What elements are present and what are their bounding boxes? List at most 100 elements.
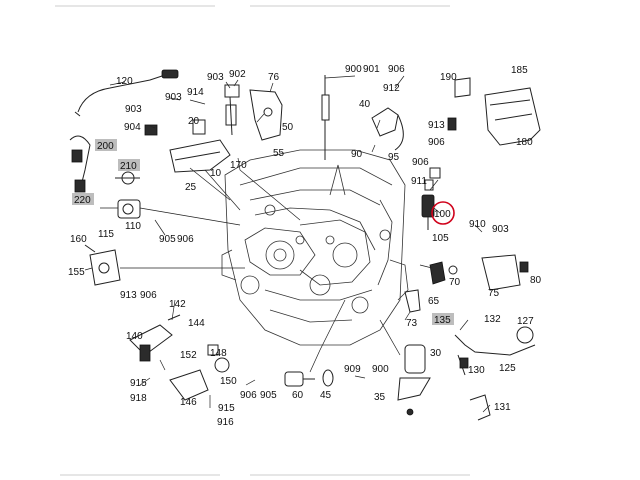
leader-lines bbox=[84, 75, 491, 413]
part-label[interactable]: 127 bbox=[517, 316, 534, 327]
part-label[interactable]: 906 bbox=[177, 234, 194, 245]
part-label[interactable]: 70 bbox=[449, 277, 461, 288]
sensor-902-part bbox=[224, 84, 240, 136]
part-label[interactable]: 90 bbox=[351, 149, 363, 160]
part-label[interactable]: 148 bbox=[210, 348, 227, 359]
part-label[interactable]: 35 bbox=[374, 392, 386, 403]
part-label[interactable]: 80 bbox=[530, 275, 542, 286]
module-155-part bbox=[84, 244, 121, 286]
part-label[interactable]: 120 bbox=[116, 76, 133, 87]
part-label[interactable]: 160 bbox=[70, 234, 87, 245]
sensor-913-part bbox=[447, 117, 457, 131]
sensor-65-part bbox=[429, 261, 458, 285]
part-label[interactable]: 190 bbox=[440, 72, 457, 83]
part-label[interactable]: 55 bbox=[273, 148, 285, 159]
part-label[interactable]: 914 bbox=[187, 87, 204, 98]
part-label[interactable]: 73 bbox=[406, 318, 418, 329]
part-label[interactable]: 912 bbox=[383, 83, 400, 94]
part-label[interactable]: 909 bbox=[344, 364, 361, 375]
part-label[interactable]: 903 bbox=[125, 104, 142, 115]
part-label[interactable]: 132 bbox=[484, 314, 501, 325]
part-label[interactable]: 131 bbox=[494, 402, 511, 413]
part-label[interactable]: 152 bbox=[180, 350, 197, 361]
part-label[interactable]: 900 bbox=[372, 364, 389, 375]
label-box-135 bbox=[432, 313, 454, 325]
part-label[interactable]: 155 bbox=[68, 267, 85, 278]
label-box-200 bbox=[95, 139, 117, 151]
part-label[interactable]: 20 bbox=[188, 116, 200, 127]
bracket-50-part bbox=[249, 89, 283, 141]
part-label[interactable]: 25 bbox=[185, 182, 197, 193]
part-label[interactable]: 903 bbox=[207, 72, 224, 83]
part-label[interactable]: 180 bbox=[516, 137, 533, 148]
part-label[interactable]: 30 bbox=[430, 348, 442, 359]
part-label-highlighted[interactable]: 100 bbox=[434, 209, 451, 220]
part-label[interactable]: 50 bbox=[282, 122, 294, 133]
part-label[interactable]: 904 bbox=[124, 122, 141, 133]
part-label[interactable]: 915 bbox=[130, 378, 147, 389]
part-label[interactable]: 915 bbox=[218, 403, 235, 414]
control-unit-180-part bbox=[454, 77, 541, 146]
seal-ring-45 bbox=[322, 369, 334, 387]
part-label[interactable]: 142 bbox=[169, 299, 186, 310]
part-label[interactable]: 40 bbox=[359, 99, 371, 110]
footer-smudge bbox=[60, 474, 220, 476]
label-box-220 bbox=[72, 193, 94, 205]
part-label[interactable]: 95 bbox=[388, 152, 400, 163]
part-label[interactable]: 76 bbox=[268, 72, 280, 83]
part-label[interactable]: 901 bbox=[363, 64, 380, 75]
cover-75-part bbox=[481, 254, 529, 291]
part-label[interactable]: 140 bbox=[126, 331, 143, 342]
part-label[interactable]: 900 bbox=[345, 64, 362, 75]
part-label[interactable]: 906 bbox=[412, 157, 429, 168]
oxygen-sensor-part bbox=[74, 69, 179, 117]
sensor-911-part bbox=[429, 167, 441, 179]
part-label-boxed[interactable]: 200 bbox=[97, 141, 114, 152]
part-label-boxed[interactable]: 210 bbox=[120, 161, 137, 172]
sensor-60-part bbox=[284, 371, 315, 387]
part-label[interactable]: 906 bbox=[140, 290, 157, 301]
part-label[interactable]: 918 bbox=[130, 393, 147, 404]
part-label[interactable]: 916 bbox=[217, 417, 234, 428]
part-label[interactable]: 905 bbox=[260, 390, 277, 401]
part-label[interactable]: 110 bbox=[125, 221, 141, 232]
part-label[interactable]: 60 bbox=[292, 390, 304, 401]
part-label[interactable]: 906 bbox=[240, 390, 257, 401]
part-label[interactable]: 185 bbox=[511, 65, 528, 76]
part-label[interactable]: 10 bbox=[210, 168, 222, 179]
part-label[interactable]: 910 bbox=[469, 219, 486, 230]
part-label[interactable]: 105 bbox=[432, 233, 449, 244]
bracket-73-part bbox=[404, 289, 421, 313]
part-label-boxed[interactable]: 220 bbox=[74, 195, 91, 206]
part-label[interactable]: 75 bbox=[488, 288, 500, 299]
part-label[interactable]: 913 bbox=[120, 290, 137, 301]
part-label[interactable]: 905 bbox=[159, 234, 176, 245]
label-box-210 bbox=[118, 159, 140, 171]
part-label-boxed[interactable]: 135 bbox=[434, 315, 451, 326]
footer-smudge bbox=[250, 474, 470, 476]
part-label[interactable]: 130 bbox=[468, 365, 485, 376]
part-label[interactable]: 65 bbox=[428, 296, 440, 307]
part-label[interactable]: 913 bbox=[428, 120, 445, 131]
header-smudge bbox=[250, 5, 450, 7]
part-label[interactable]: 911 bbox=[411, 176, 427, 187]
part-label[interactable]: 906 bbox=[428, 137, 445, 148]
pump-20-part bbox=[144, 119, 206, 136]
part-label[interactable]: 45 bbox=[320, 390, 332, 401]
part-label[interactable]: 903 bbox=[165, 92, 182, 103]
part-label[interactable]: 115 bbox=[98, 229, 114, 240]
engine-block bbox=[221, 149, 409, 346]
sensor-110-part bbox=[117, 199, 141, 219]
part-label[interactable]: 150 bbox=[220, 376, 237, 387]
sensor-200-part bbox=[69, 135, 91, 193]
part-label[interactable]: 125 bbox=[499, 363, 516, 374]
part-label[interactable]: 146 bbox=[180, 397, 197, 408]
part-label[interactable]: 902 bbox=[229, 69, 246, 80]
part-label[interactable]: 906 bbox=[388, 64, 405, 75]
sensor-35-part bbox=[397, 344, 431, 416]
part-label[interactable]: 170 bbox=[230, 160, 247, 171]
sensor-100-part bbox=[421, 179, 435, 230]
part-label[interactable]: 144 bbox=[188, 318, 205, 329]
part-label[interactable]: 903 bbox=[492, 224, 509, 235]
highlight-ring bbox=[431, 201, 455, 225]
